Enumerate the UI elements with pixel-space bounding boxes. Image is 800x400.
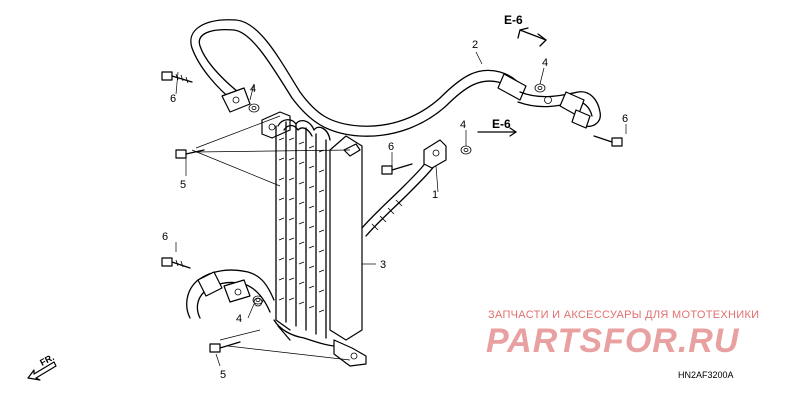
callout-6-top-left: 6 <box>170 93 176 105</box>
callout-5-lower: 5 <box>220 369 226 381</box>
callout-2: 2 <box>472 39 478 51</box>
ref-e6-top: E-6 <box>504 13 523 27</box>
front-arrow-icon <box>27 361 57 381</box>
watermark-brand: PARTSFOR.RU <box>486 322 740 360</box>
leader-lines <box>175 51 627 367</box>
bolt-6-mid <box>381 163 413 175</box>
callout-4-right: 4 <box>542 57 548 69</box>
upper-hose <box>190 19 601 137</box>
lower-hose <box>186 269 275 319</box>
e6-ref-arrows <box>477 27 547 137</box>
oil-cooler <box>261 111 367 367</box>
watermark-tagline: ЗАПЧАСТИ И АКСЕССУАРЫ ДЛЯ МОТОТЕХНИКИ <box>488 309 759 321</box>
callout-4-lower: 4 <box>236 313 242 325</box>
bolt-5-lower <box>209 341 241 353</box>
callout-1: 1 <box>432 189 438 201</box>
bolt-5-mid-left <box>175 149 205 159</box>
callout-5-mid: 5 <box>180 179 186 191</box>
callout-6-right: 6 <box>622 113 628 125</box>
callout-6-mid: 6 <box>388 141 394 153</box>
callout-3: 3 <box>380 259 386 271</box>
diagram-code: HN2AF3200A <box>678 370 734 380</box>
callout-4-mid: 4 <box>460 119 466 131</box>
ref-e6-mid: E-6 <box>492 117 511 131</box>
bolt-6-lower-left <box>161 257 191 269</box>
bolt-6-right <box>593 135 623 147</box>
middle-pipe <box>361 139 447 237</box>
callout-4-left: 4 <box>250 83 256 95</box>
callout-6-lower-left: 6 <box>162 231 168 243</box>
